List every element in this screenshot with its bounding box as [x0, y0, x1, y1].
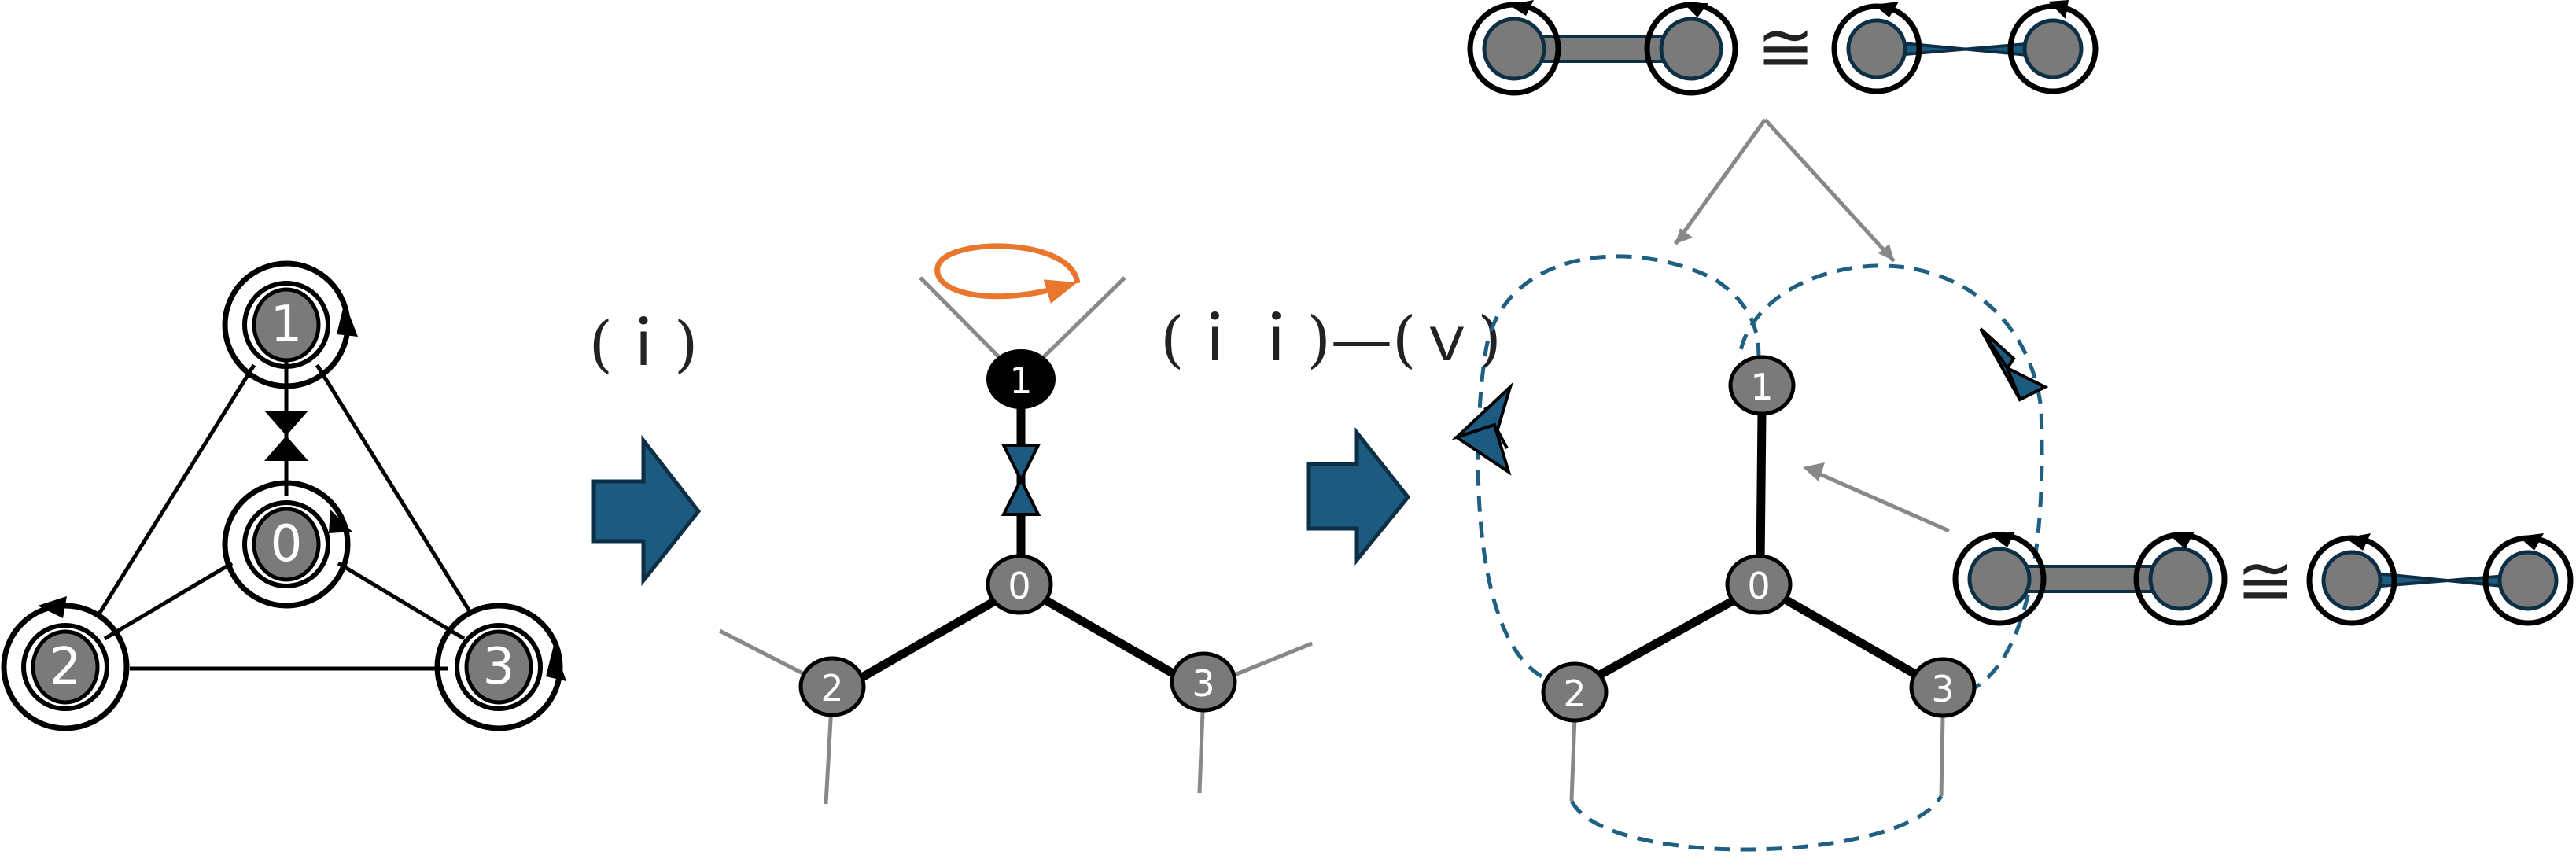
step-i-label: (ｉ) [589, 309, 698, 380]
congruent-symbol-top: ≅ [1756, 7, 1815, 88]
left-node-1: 1 [222, 260, 358, 389]
loop-icon [546, 645, 566, 681]
right-node-0: 0 [1725, 554, 1793, 615]
right-twisted-ribbon [2306, 533, 2574, 626]
middle-node-0: 0 [986, 554, 1053, 615]
left-edge-1-3 [315, 363, 474, 617]
right-node-3: 3 [1909, 657, 1977, 718]
right-graph: 1 0 2 3 [1451, 254, 2049, 852]
right-node-0-label: 0 [1747, 565, 1770, 607]
dashed-loop-bottom [1569, 794, 1944, 852]
loop-icon [38, 596, 67, 618]
twist-icon [1979, 327, 2049, 402]
loop-icon [1990, 532, 2015, 547]
left-node-3: 3 [434, 603, 566, 731]
left-graph: 1 0 2 3 [1, 260, 566, 731]
left-node-2: 2 [1, 596, 130, 731]
right-edges [1583, 411, 1933, 687]
left-edge-0-3 [337, 561, 466, 641]
block-arrow-2-icon [1306, 426, 1411, 566]
middle-node-3-label: 3 [1192, 662, 1214, 705]
rotation-arrow-icon [934, 243, 1081, 304]
left-node-3-label: 3 [483, 638, 515, 696]
middle-edges [839, 397, 1203, 693]
twist-icon [1451, 381, 1514, 476]
right-untwisted-ribbon [1952, 532, 2228, 626]
middle-node-3: 3 [1170, 651, 1237, 713]
top-equivalence: ≅ [1467, 0, 2099, 96]
middle-node-2-label: 2 [820, 667, 843, 709]
loop-icon [337, 302, 358, 337]
loop-icon [329, 510, 352, 533]
loop-icon [1509, 0, 1534, 16]
loop-icon [2169, 532, 2195, 549]
top-untwisted-ribbon [1467, 0, 1738, 96]
congruent-symbol-right: ≅ [2236, 540, 2294, 621]
middle-node-0-label: 0 [1008, 565, 1030, 607]
left-node-0-label: 0 [271, 515, 303, 573]
right-node-3-label: 3 [1931, 668, 1954, 710]
dashed-loop-right [1738, 263, 2044, 695]
left-node-2-label: 2 [50, 638, 82, 696]
left-edge-0-2 [103, 561, 234, 641]
loop-icon [2048, 0, 2069, 19]
loop-icon [1874, 2, 1899, 17]
right-node-2-label: 2 [1563, 673, 1586, 715]
loop-icon [1683, 3, 1708, 17]
right-node-1-label: 1 [1750, 366, 1773, 408]
loop-icon [2519, 533, 2544, 551]
block-arrow-1-icon [591, 434, 702, 587]
middle-node-1: 1 [986, 349, 1056, 409]
twist-icon [1001, 444, 1041, 516]
pointer-arrow-right [1763, 118, 1896, 263]
right-equivalence: ≅ [1952, 532, 2574, 626]
middle-node-1-label: 1 [1009, 359, 1032, 402]
twist-icon [264, 411, 308, 461]
right-node-1: 1 [1728, 355, 1796, 416]
loop-icon [2346, 533, 2371, 551]
left-node-0: 0 [222, 480, 352, 609]
middle-graph: 1 0 2 3 [718, 243, 1313, 805]
left-edge-1-2 [96, 363, 256, 617]
dashed-loops [1476, 254, 2044, 852]
pointer-arrow-left [1673, 118, 1767, 245]
dashed-loop-left [1476, 254, 1761, 679]
pointer-arrowheads [1675, 228, 1894, 481]
top-twisted-ribbon [1831, 0, 2099, 94]
step-ii-v-label: (ｉｉ)—(ｖ) [1160, 304, 1502, 375]
middle-node-2: 2 [798, 656, 866, 717]
right-half-edges [1569, 717, 1945, 802]
right-node-2: 2 [1541, 661, 1609, 723]
left-node-1-label: 1 [271, 296, 303, 354]
pointer-arrows [1673, 118, 1951, 533]
pointer-arrow-center [1817, 471, 1951, 533]
